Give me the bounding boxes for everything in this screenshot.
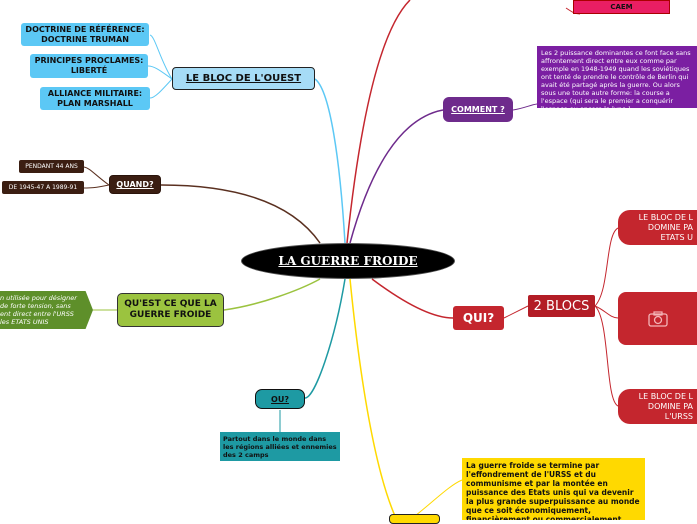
fin-note[interactable]: La guerre froide se termine par l'effond… bbox=[462, 458, 645, 520]
ouest-item-principes[interactable]: PRINCIPES PROCLAMES: LIBERTÉ bbox=[30, 54, 148, 78]
bloc-etats-unis[interactable]: LE BLOC DE L DOMINE PA ETATS U bbox=[618, 210, 697, 245]
link-ouest-3 bbox=[149, 78, 173, 99]
bloc-image[interactable] bbox=[618, 292, 697, 345]
caem-item[interactable]: CAEM bbox=[573, 0, 670, 14]
bloc-urss[interactable]: LE BLOC DE L DOMINE PA L'URSS bbox=[618, 389, 697, 424]
topic-quest-ce-que[interactable]: QU'EST CE QUE LA GUERRE FROIDE bbox=[117, 293, 224, 327]
comment-note[interactable]: Les 2 puissance dominantes ce font face … bbox=[537, 46, 697, 108]
topic-quand[interactable]: QUAND? bbox=[109, 175, 161, 194]
link-fin bbox=[349, 278, 396, 517]
camera-icon bbox=[647, 310, 668, 327]
central-topic[interactable]: LA GUERRE FROIDE bbox=[241, 243, 455, 279]
link-quand bbox=[160, 184, 321, 244]
ouest-item-alliance[interactable]: ALLIANCE MILITAIRE: PLAN MARSHALL bbox=[40, 87, 150, 110]
link-quand-2 bbox=[83, 184, 110, 189]
link-blocs-3 bbox=[594, 305, 619, 407]
link-comment bbox=[349, 109, 444, 244]
link-fin-note bbox=[414, 479, 463, 517]
topic-ou[interactable]: OU? bbox=[255, 389, 305, 409]
topic-bloc-ouest[interactable]: LE BLOC DE L'OUEST bbox=[172, 67, 315, 90]
link-ou bbox=[304, 278, 346, 399]
link-quand-1 bbox=[83, 166, 110, 186]
link-ouest-2 bbox=[147, 65, 173, 80]
ou-note[interactable]: Partout dans le monde dans les régions a… bbox=[220, 432, 340, 461]
topic-fin[interactable] bbox=[389, 514, 440, 524]
link-qui bbox=[371, 278, 454, 319]
topic-qui[interactable]: QUI? bbox=[453, 306, 504, 330]
link-comment-note bbox=[512, 103, 538, 111]
qui-2-blocs[interactable]: 2 BLOCS bbox=[528, 295, 595, 317]
quand-item-dates[interactable]: DE 1945-47 A 1989-91 bbox=[2, 181, 84, 194]
link-qui-blocs bbox=[503, 305, 529, 319]
link-blocs-2 bbox=[594, 305, 619, 319]
topic-comment[interactable]: COMMENT ? bbox=[443, 97, 513, 122]
link-top bbox=[346, 0, 411, 244]
quand-item-duree[interactable]: PENDANT 44 ANS bbox=[19, 160, 84, 173]
ouest-item-doctrine[interactable]: DOCTRINE DE RÉFÉRENCE: DOCTRINE TRUMAN bbox=[21, 23, 149, 46]
quest-note[interactable]: n utilisée pour désigner de forte tensio… bbox=[0, 291, 93, 329]
link-quest bbox=[223, 278, 321, 311]
link-blocs-1 bbox=[594, 227, 619, 307]
link-ouest bbox=[314, 78, 346, 244]
link-ouest-1 bbox=[149, 34, 173, 80]
